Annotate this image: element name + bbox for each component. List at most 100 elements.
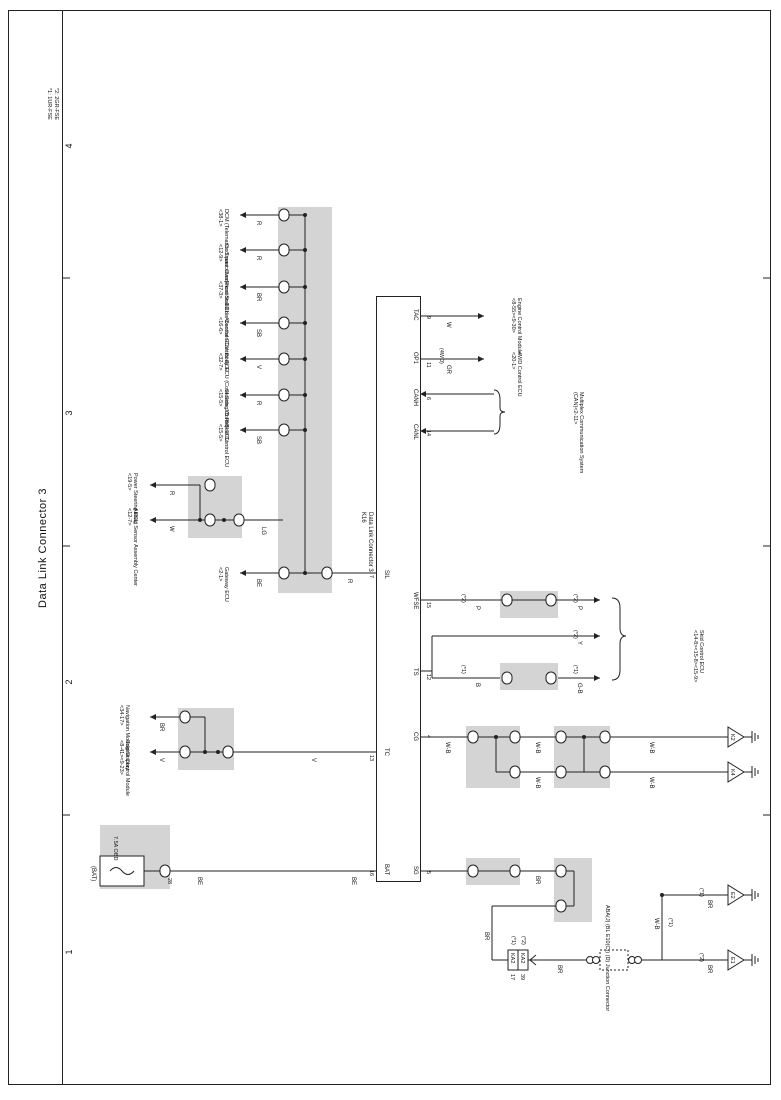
fuse-symbol [109, 867, 135, 875]
pin-num-ts: 12 [425, 674, 431, 680]
connector-code: K16 [360, 512, 366, 523]
splice-dot [198, 518, 202, 522]
wfse-color-b: P [576, 606, 582, 610]
junction-pin [467, 730, 479, 744]
sg-color-1: BR [534, 876, 540, 885]
bus-row-arrow [240, 570, 246, 576]
splice-dot [303, 321, 307, 325]
junction-terminal [592, 956, 600, 964]
ground-e2-label: E2 [729, 892, 735, 899]
splice-dot [303, 571, 307, 575]
pin-name-canh: CANH [412, 389, 418, 406]
junction-pin [501, 671, 513, 685]
nav-color: BR [158, 723, 164, 732]
wfse-arrow [594, 597, 600, 603]
grid-row-4: 4 [64, 143, 74, 148]
pin-name-tc: TC [383, 748, 389, 757]
pin-num-bat: 16 [368, 870, 374, 876]
bus-row-arrow [240, 320, 246, 326]
junction-pin [509, 864, 521, 878]
splice-dot [582, 735, 586, 739]
splice-dot [216, 750, 220, 754]
bus-row-color: R [168, 491, 174, 496]
grid-row-1: 1 [64, 949, 74, 954]
e2-color: BR [706, 900, 712, 909]
ecm-ref: <8-41><9-23> [118, 740, 124, 775]
bus-row-ref: <38-1> [217, 209, 223, 226]
canh-arrow [420, 391, 426, 397]
ecm-arrow [150, 749, 156, 755]
pin-num-tc: 13 [368, 755, 374, 761]
wfse-color-a: P [474, 606, 480, 610]
bus-row-ecu: Power Steering ECU [132, 473, 138, 524]
tac-ref: <8-55><9-30> [510, 298, 516, 333]
junction-pin [321, 566, 333, 580]
op1-ref: <20-1> [510, 352, 516, 369]
nav-arrow [150, 714, 156, 720]
ground-k2-label: K2 [729, 734, 735, 741]
bus-row-color: R [255, 256, 261, 261]
junction-pin [179, 710, 191, 724]
splice-dot [660, 893, 664, 897]
ts-b-tag: (*1) [572, 665, 578, 674]
can-ecu: Multiplex Communication System [578, 392, 584, 474]
junction-pin [599, 730, 611, 744]
op1-note: (4WD) [438, 348, 444, 364]
ground-e2: E2 [727, 884, 759, 906]
tac-arrow [478, 313, 484, 319]
bus-row-color: BE [255, 579, 261, 587]
junction-pin [509, 765, 521, 779]
bus-row-color: R [255, 221, 261, 226]
bat-pin: 28 [166, 878, 172, 884]
pin-num-canl: 14 [425, 430, 431, 436]
skid-brace [611, 597, 627, 681]
junction-pin [233, 513, 245, 527]
e1-color: BR [706, 965, 712, 974]
bus-row: R<15-5>Steering Control ECU [217, 388, 307, 442]
bus-row-arrow [240, 284, 246, 290]
junction-pin [509, 730, 521, 744]
bus-row-ecu: Airbag Sensor Assembly Center [132, 508, 138, 586]
ts-b-arrow [594, 675, 600, 681]
note-2: *2: 2GR-FSE [53, 88, 59, 120]
nav-ref: <34-17> [118, 705, 124, 726]
bus-row-arrow [240, 392, 246, 398]
pin-name-tac: TAC [412, 309, 418, 321]
e2-var: (*1) [698, 888, 704, 897]
bat-label: (BAT) [90, 866, 96, 881]
junction-pin [555, 899, 567, 913]
ground-e1: E1 [727, 949, 759, 971]
pin-num-wfse: 15 [425, 602, 431, 608]
bus-row: R<12-9>Occupant Classification ECU [217, 243, 307, 315]
skid-ref: <14-8><15-8><15-9> [692, 630, 698, 682]
junction-pin [555, 765, 567, 779]
sg-color-3: BR [556, 965, 562, 974]
junction-connector-name: ABA(J) (BL E10(C)) (D) Junction Connecto… [604, 905, 610, 1011]
page-title: Data Link Connector 3 [37, 488, 49, 608]
ts-a-color: B [474, 683, 480, 687]
ecm-color: V [158, 758, 164, 762]
ka2-tag-1: KA2 [509, 953, 515, 963]
tac-wire-color: W [445, 322, 451, 328]
splice-dot [303, 248, 307, 252]
op1-ecu: 4WD Control ECU [516, 352, 522, 397]
nav-ecu: Navigation Module Display [124, 705, 130, 770]
sg-color-2: BR [483, 932, 489, 941]
wfse-tag-a: (*2) [460, 594, 466, 603]
connector-name: Data Link Connector 3 [367, 512, 373, 572]
junction-pin [545, 593, 557, 607]
junction-pin [204, 513, 216, 527]
ts-y-arrow [594, 633, 600, 639]
bus-row-ecu: Front Stabilizer Control ECU [223, 281, 229, 350]
op1-arrow [478, 356, 484, 362]
bus-row-ecu: Skid Control ECU [223, 424, 229, 467]
junction-pin [278, 280, 290, 294]
gnd-var-1: (*1) [667, 918, 673, 927]
bus-row-color: V [255, 365, 261, 369]
canl-arrow [420, 428, 426, 434]
splice-dot [222, 518, 226, 522]
grid-row-3: 3 [64, 410, 74, 415]
junction-pin [159, 864, 171, 878]
bus-row-color: SB [255, 436, 261, 444]
junction-pin [278, 423, 290, 437]
